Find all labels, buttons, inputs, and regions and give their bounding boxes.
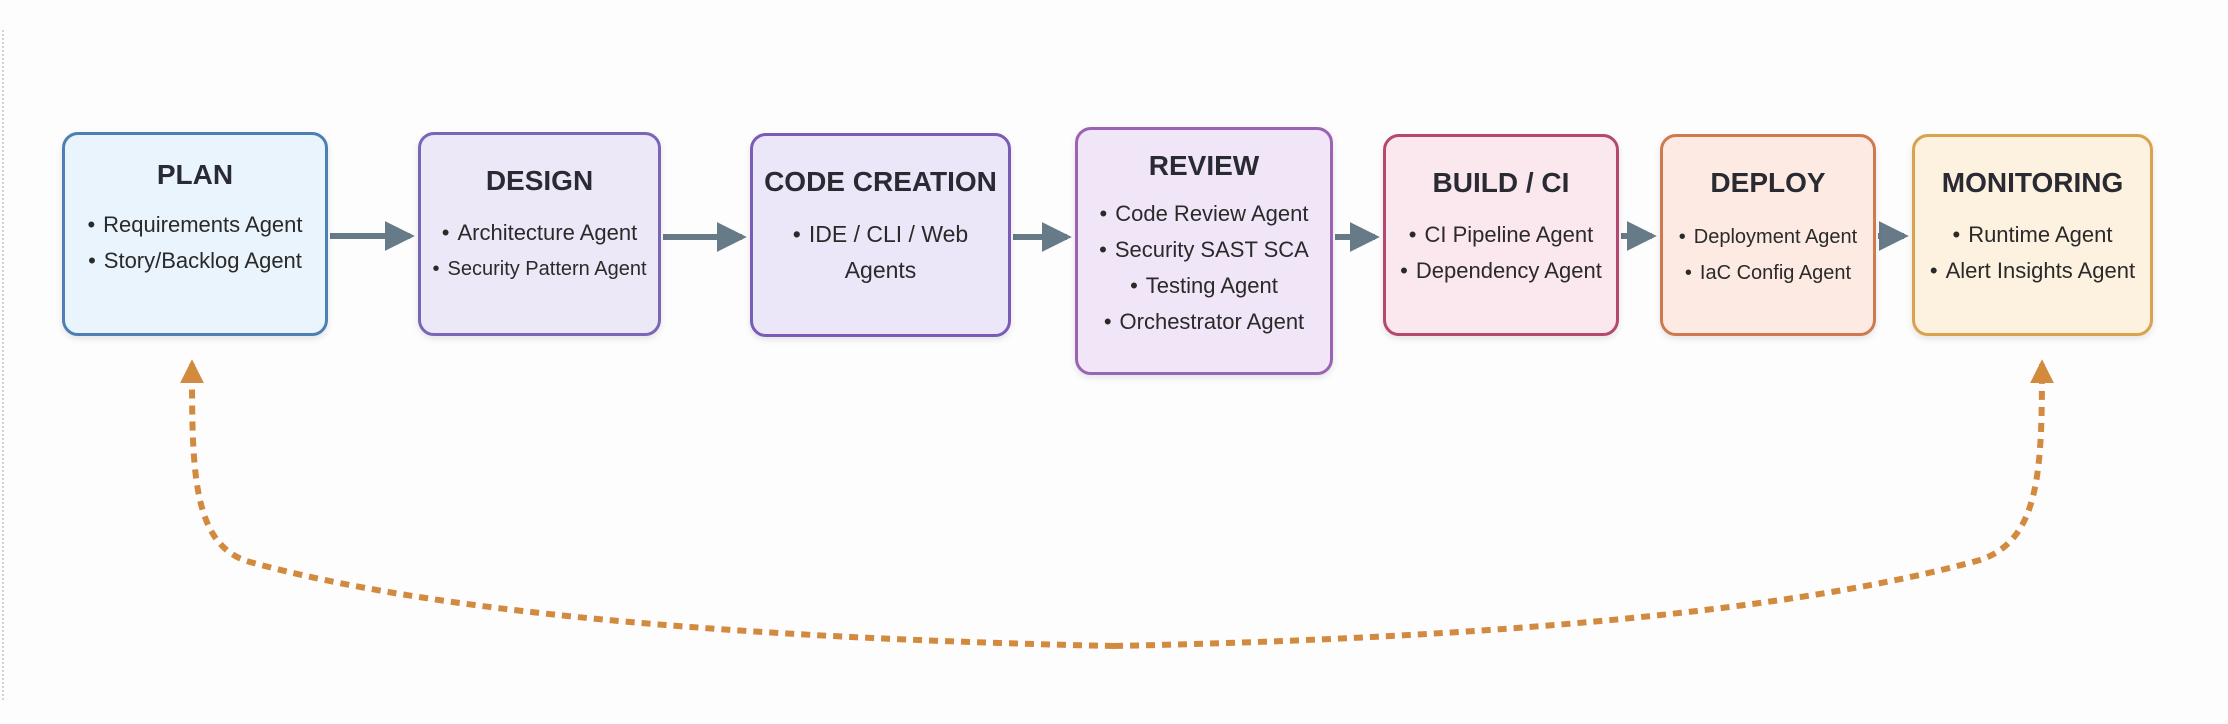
agent-label: Dependency Agent <box>1415 258 1602 283</box>
agent-label: Architecture Agent <box>457 220 638 245</box>
agent-item: • Dependency Agent <box>1400 253 1602 289</box>
stage-design: DESIGN • Architecture Agent • Security Pat… <box>418 132 661 336</box>
agent-item-continued: Agents <box>793 252 968 288</box>
agent-item: • Code Review Agent <box>1099 196 1309 232</box>
stage-build-ci: BUILD / CI • CI Pipeline Agent • Dependenc… <box>1383 134 1619 336</box>
agent-label: Testing Agent <box>1145 273 1278 298</box>
agent-label: Alert Insights Agent <box>1945 258 2136 283</box>
bullet-glyph: • <box>1408 222 1417 247</box>
agent-list: •Code Review Agent •Security SAST SCA •T… <box>1099 196 1309 340</box>
stage-title: CODE CREATION <box>764 166 997 197</box>
bullet-glyph: • <box>1400 258 1408 283</box>
agent-label: Security SAST SCA <box>1114 237 1309 262</box>
agent-item: • Architecture Agent <box>432 215 646 251</box>
stage-title: PLAN <box>156 159 234 190</box>
stage-title: REVIEW <box>1148 150 1260 181</box>
bullet-glyph: • <box>88 248 96 273</box>
agent-label: Security Pattern Agent <box>447 258 647 280</box>
agent-list: •Deployment Agent •IaC Config Agent <box>1679 219 1857 291</box>
bullet-glyph: • <box>87 212 96 237</box>
agent-list: • Runtime Agent • Alert Insights Agent <box>1930 217 2135 289</box>
bullet-glyph: • <box>1678 226 1686 248</box>
agent-item: • Testing Agent <box>1099 268 1309 304</box>
agent-label: IDE / CLI / Web <box>808 221 969 247</box>
feedback-loop-to-plan <box>180 359 1115 649</box>
agent-item: • Alert Insights Agent <box>1930 253 2135 289</box>
bullet-glyph: • <box>1103 309 1112 334</box>
stage-title: DEPLOY <box>1710 167 1826 198</box>
agent-label: IaC Config Agent <box>1699 262 1852 284</box>
bullet-glyph: • <box>432 258 440 280</box>
agent-label: Agents <box>844 257 917 283</box>
agent-list: • Requirements Agent • Story/Backlog Agent <box>87 207 302 279</box>
agent-item: • Security SAST SCA <box>1099 232 1309 268</box>
bullet-glyph: • <box>1684 262 1692 284</box>
stage-title: MONITORING <box>1941 167 2124 198</box>
stage-title: DESIGN <box>485 165 594 196</box>
agent-list: • IDE / CLI / Web Agents <box>793 216 968 288</box>
agent-label: Deployment Agent <box>1693 226 1858 248</box>
bullet-glyph: • <box>1929 258 1938 283</box>
agent-item: • Orchestrator Agent <box>1099 304 1309 340</box>
agent-item: • Runtime Agent <box>1930 217 2135 253</box>
agent-list: • CI Pipeline Agent • Dependency Agent <box>1400 217 1602 289</box>
agent-label: Orchestrator Agent <box>1119 309 1305 334</box>
bullet-glyph: • <box>1099 201 1108 226</box>
stage-title: BUILD / CI <box>1432 167 1570 198</box>
bullet-glyph: • <box>1099 237 1107 262</box>
agent-item: • Story/Backlog Agent <box>87 243 302 279</box>
stage-review: REVIEW •Code Review Agent •Security SAST… <box>1075 127 1333 375</box>
bullet-glyph: • <box>441 220 450 245</box>
bullet-glyph: • <box>792 221 801 247</box>
agent-list: • Architecture Agent • Security Pattern Ag… <box>432 215 646 287</box>
left-edge-dotted-border <box>2 30 4 700</box>
agent-item: • Security Pattern Agent <box>432 251 646 287</box>
agent-label: Requirements Agent <box>103 212 303 237</box>
agent-item: • Deployment Agent <box>1679 219 1857 255</box>
agent-label: Story/Backlog Agent <box>103 248 302 273</box>
agent-item: • IDE / CLI / Web <box>793 216 968 252</box>
stage-monitoring: MONITORING • Runtime Agent • Alert Insight… <box>1912 134 2153 336</box>
stage-deploy: DEPLOY •Deployment Agent •IaC Config Age… <box>1660 134 1876 336</box>
agent-label: CI Pipeline Agent <box>1424 222 1594 247</box>
stage-code-creation: CODE CREATION • IDE / CLI / Web Agents <box>750 133 1011 337</box>
bullet-glyph: • <box>1952 222 1961 247</box>
feedback-loop-to-monitoring <box>1113 359 2054 649</box>
agent-item: • CI Pipeline Agent <box>1400 217 1602 253</box>
stage-plan: PLAN • Requirements Agent • Story/Backlog … <box>62 132 328 336</box>
agent-label: Code Review Agent <box>1115 201 1309 226</box>
agent-item: • Requirements Agent <box>87 207 302 243</box>
agent-item: • IaC Config Agent <box>1679 255 1857 291</box>
agent-label: Runtime Agent <box>1968 222 2113 247</box>
bullet-glyph: • <box>1130 273 1138 298</box>
